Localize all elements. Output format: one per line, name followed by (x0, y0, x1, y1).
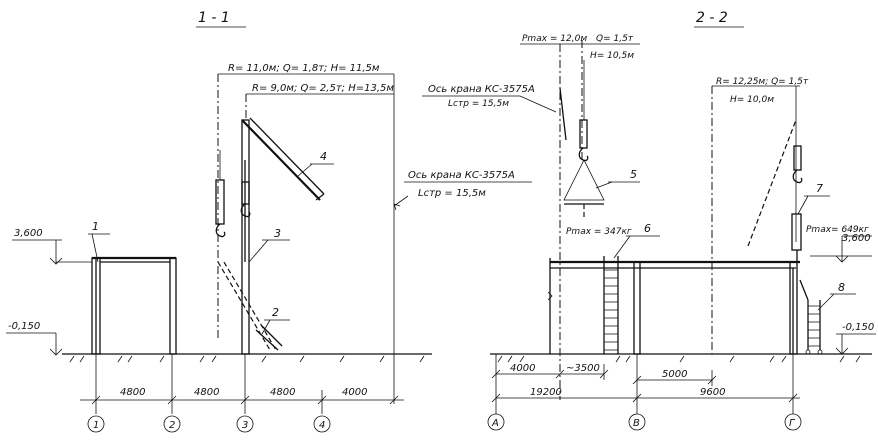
level-0150-left: -0,150 (8, 321, 40, 332)
dim-4800-c: 4800 (270, 387, 295, 398)
section-title-2-2: 2 - 2 (696, 10, 728, 26)
lifted-element-2 (217, 261, 283, 351)
dim-19200: 19200 (530, 387, 562, 398)
axis-markers-left: 1 2 3 4 (87, 415, 331, 433)
load-weight-right: Pmax= 649кг (806, 225, 869, 235)
callout-8: 8 (838, 281, 845, 294)
level-mark-3600-left: 3,600 (12, 228, 92, 265)
ground-hatching-right (497, 355, 861, 363)
crane-params-top-b: Q= 1,5т (596, 34, 634, 44)
callout-3: 3 (274, 227, 281, 240)
axis-A: А (491, 418, 499, 429)
crane-boom-right: 7 Pmax= 649кг (747, 119, 869, 262)
callout-2: 2 (272, 306, 279, 319)
dim-4000-right: 4000 (510, 363, 535, 374)
callout-1: 1 (92, 220, 99, 233)
axis-4: 4 (319, 420, 325, 431)
building-right (547, 258, 800, 355)
crane-axis-label-left: Ось крана КС-3575А (408, 170, 515, 181)
hook-block-left (215, 150, 226, 238)
callout-7: 7 (816, 182, 823, 195)
level-0150-right: -0,150 (842, 322, 874, 333)
section-2-2: 2 - 2 6 (422, 10, 876, 431)
level-3600-left: 3,600 (14, 228, 43, 239)
dim-4800-b: 4800 (194, 387, 219, 398)
level-mark-0150-left: -0,150 (6, 321, 63, 356)
section-title-1-1: 1 - 1 (198, 10, 230, 26)
crane-params-top: R= 11,0м; Q= 1,8т; H= 11,5м (228, 63, 380, 74)
crane-params-right-a: R= 12,25м; Q= 1,5т (716, 77, 809, 87)
column-3: 3 (240, 119, 290, 355)
axis-3: 3 (242, 420, 248, 431)
hook-sling-5: 5 Pmax = 347кг (559, 60, 640, 237)
callout-5: 5 (630, 168, 637, 181)
crane-params-mid: R= 9,0м; Q= 2,5т; H=13,5м (252, 83, 394, 94)
dimension-chain-right: 4000 ~3500 5000 19200 9600 (491, 354, 800, 414)
level-3600-right: 3,600 (842, 233, 871, 244)
building-frame-left (91, 256, 177, 355)
level-mark-3600-right: 3,600 (810, 233, 872, 263)
level-mark-0150-right: -0,150 (835, 322, 876, 355)
load-weight-left: Pmax = 347кг (566, 227, 632, 237)
ground-hatching-left (69, 355, 425, 363)
axis-G: Г (789, 418, 796, 429)
crane-params-right-b: H= 10,0м (730, 95, 774, 105)
dim-4000: 4000 (342, 387, 367, 398)
ladder-6: 6 (603, 222, 660, 354)
callout-6: 6 (644, 222, 651, 235)
dim-5000: 5000 (662, 369, 687, 380)
axis-markers-right: А В Г (487, 413, 802, 431)
axis-B: В (633, 418, 640, 429)
section-1-1: 1 - 1 3,600 -0,150 (6, 10, 532, 433)
dimension-chain-left: 4800 4800 4800 4000 (80, 354, 404, 414)
inclined-element-4: 4 (241, 117, 334, 201)
dim-9600: 9600 (700, 387, 725, 398)
axis-2: 2 (169, 420, 175, 431)
dim-3500: ~3500 (566, 363, 600, 374)
axis-1: 1 (93, 420, 99, 431)
crane-axis-label-right: Ось крана КС-3575А (428, 84, 535, 95)
crane-params-top-c: H= 10,5м (590, 51, 634, 61)
crane-axis-sub-left: Lстр = 15,5м (418, 188, 486, 199)
ladder-8: 8 (799, 279, 856, 355)
crane-axis-sub-right: Lстр = 15,5м (448, 99, 509, 109)
crane-params-top-a: Pmax = 12,0м (522, 34, 587, 44)
callout-4: 4 (320, 150, 327, 163)
dim-4800-a: 4800 (120, 387, 145, 398)
